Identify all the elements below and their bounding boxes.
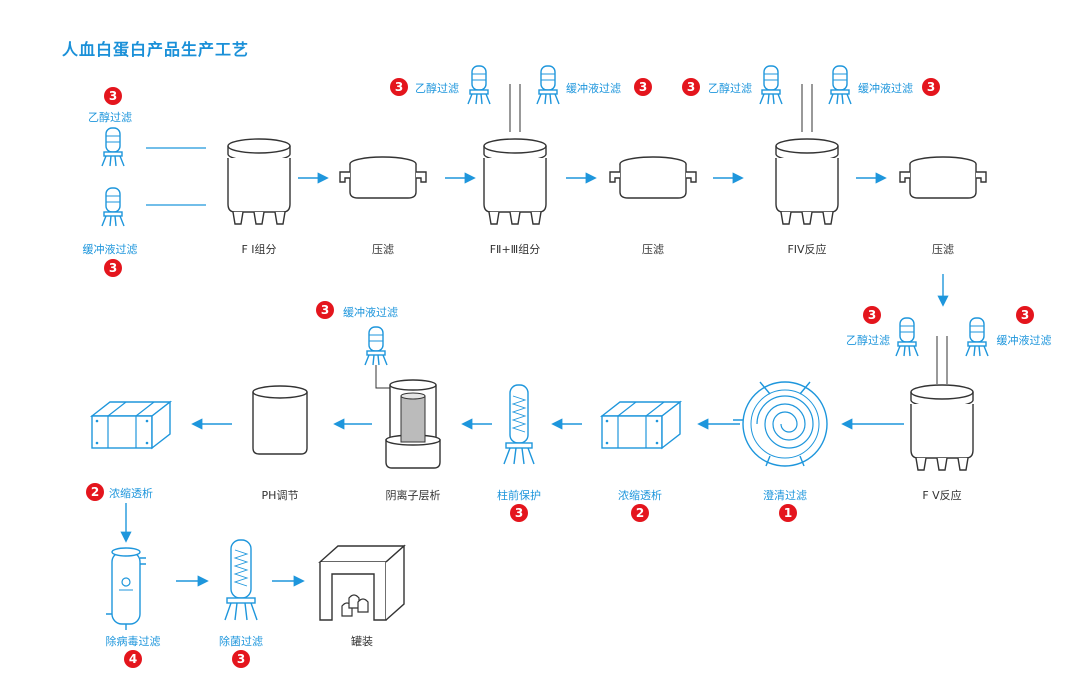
concentrate-label: 浓缩透析: [618, 489, 662, 502]
press-icon: [609, 156, 697, 199]
concentrator-icon: [91, 401, 171, 449]
virus-filter-icon: [106, 547, 146, 630]
guard-column-icon: [503, 384, 535, 465]
clarify-filter-icon: [733, 381, 828, 467]
concentrate-label: 浓缩透析: [109, 487, 153, 500]
step-badge: 2: [86, 483, 104, 501]
f4-label: FIV反应: [787, 243, 827, 256]
step-badge: 3: [104, 87, 122, 105]
f23-label: FⅡ+Ⅲ组分: [489, 243, 541, 256]
buffer-filter-label: 缓冲液过滤: [343, 306, 398, 319]
f5-label: F V反应: [922, 489, 962, 502]
buffer-filter-icon: [828, 65, 852, 105]
f1-label: F Ⅰ组分: [241, 243, 277, 256]
f4-tank-icon: [775, 138, 839, 225]
step-badge: 1: [779, 504, 797, 522]
guard-column-label: 柱前保护: [497, 489, 541, 502]
buffer-filter-label: 缓冲液过滤: [858, 82, 913, 95]
step-badge: 3: [634, 78, 652, 96]
anion-column-icon: [385, 379, 441, 469]
step-badge: 3: [510, 504, 528, 522]
press-icon: [339, 156, 427, 199]
sterile-filter-label: 除菌过滤: [219, 635, 263, 648]
ph-tank-icon: [252, 385, 308, 455]
press-icon: [899, 156, 987, 199]
step-badge: 3: [232, 650, 250, 668]
buffer-filter-label: 缓冲液过滤: [996, 334, 1052, 347]
ethanol-filter-label: 乙醇过滤: [846, 334, 890, 347]
sterile-filter-icon: [224, 539, 258, 621]
f23-tank-icon: [483, 138, 547, 225]
ph-label: PH调节: [261, 489, 299, 502]
ethanol-filter-icon: [759, 65, 783, 105]
ethanol-filter-label: 乙醇过滤: [415, 82, 459, 95]
page-title: 人血白蛋白产品生产工艺: [62, 40, 250, 59]
buffer-filter-icon: [965, 317, 989, 357]
filling-station-icon: [318, 544, 406, 621]
f1-tank-icon: [227, 138, 291, 225]
step-badge: 3: [316, 301, 334, 319]
ethanol-filter-label: 乙醇过滤: [88, 111, 132, 124]
concentrator-icon: [601, 401, 681, 449]
buffer-filter-label: 缓冲液过滤: [566, 82, 621, 95]
step-badge: 3: [104, 259, 122, 277]
press-label: 压滤: [642, 243, 664, 256]
anion-label: 阴离子层析: [385, 489, 441, 502]
clarify-label: 澄清过滤: [763, 489, 807, 502]
step-badge: 3: [922, 78, 940, 96]
step-badge: 2: [631, 504, 649, 522]
press-label: 压滤: [372, 243, 394, 256]
step-badge: 3: [863, 306, 881, 324]
step-badge: 4: [124, 650, 142, 668]
buffer-filter-icon: [536, 65, 560, 105]
filling-label: 罐装: [351, 635, 373, 648]
step-badge: 3: [1016, 306, 1034, 324]
buffer-filter-icon: [364, 326, 388, 366]
f5-tank-icon: [910, 384, 974, 471]
ethanol-filter-label: 乙醇过滤: [708, 82, 752, 95]
step-badge: 3: [390, 78, 408, 96]
buffer-filter-label: 缓冲液过滤: [82, 243, 138, 256]
ethanol-filter-icon: [895, 317, 919, 357]
buffer-filter-icon: [101, 187, 125, 227]
step-badge: 3: [682, 78, 700, 96]
ethanol-filter-icon: [467, 65, 491, 105]
ethanol-filter-icon: [101, 127, 125, 167]
press-label: 压滤: [932, 243, 954, 256]
virus-filter-label: 除病毒过滤: [105, 635, 161, 648]
